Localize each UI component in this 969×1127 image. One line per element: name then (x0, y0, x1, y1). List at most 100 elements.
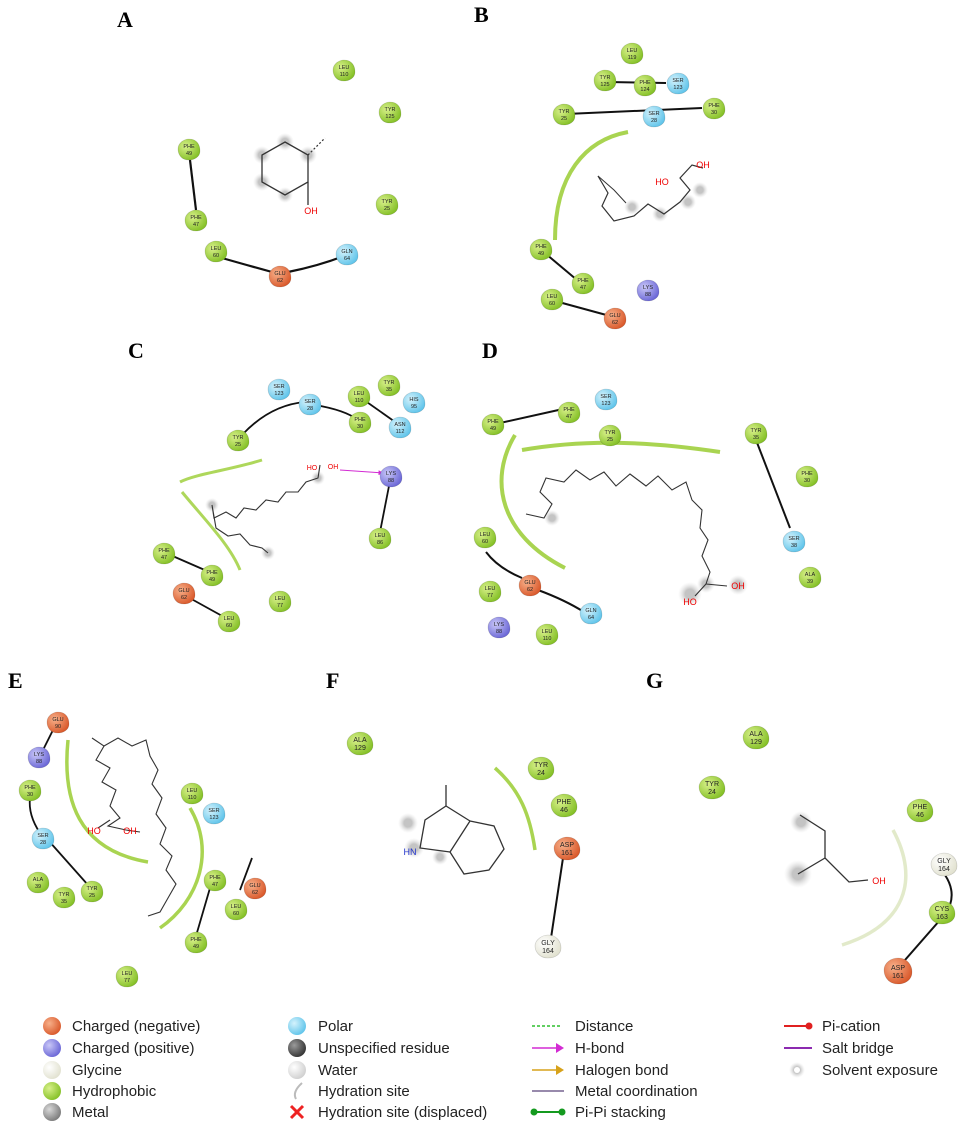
legend-item-polar: Polar (288, 1017, 353, 1035)
residue-name: SER (600, 394, 611, 400)
residue-num: 47 (212, 882, 218, 888)
residue-marker (636, 279, 660, 302)
residue-num: 47 (161, 555, 167, 561)
pocket-curve-d2 (521, 440, 721, 454)
residue-marker (702, 97, 726, 120)
residue-marker (620, 42, 644, 65)
residue-num: 25 (89, 893, 95, 899)
legend-label: Pi-Pi stacking (575, 1104, 666, 1121)
residue-num: 77 (124, 978, 130, 984)
panel-label-a: A (117, 7, 133, 32)
residue-num: 64 (344, 256, 350, 262)
residue-marker (553, 836, 581, 861)
residue-num: 62 (252, 890, 258, 896)
residue-num: 110 (543, 636, 552, 642)
residue-name: PHE (206, 570, 218, 576)
residue-marker (18, 779, 42, 802)
residue-name: TYR (705, 781, 719, 788)
residue-marker (375, 193, 399, 216)
residue-marker (552, 103, 576, 126)
cross-icon (289, 1104, 305, 1120)
residue-marker (26, 871, 50, 894)
pocket-curve-e2 (158, 807, 204, 930)
residue-name: CYS (935, 906, 950, 913)
residue-marker (481, 413, 505, 436)
legend-label: Unspecified residue (318, 1040, 450, 1057)
residue-num: 49 (209, 577, 215, 583)
residue-marker (388, 416, 412, 439)
residue-name: LYS (34, 752, 44, 758)
legend-label: Hydration site (318, 1083, 410, 1100)
residue-num: 119 (628, 55, 637, 61)
legend-item-displaced: Hydration site (displaced) (289, 1104, 487, 1121)
residue-name: SER (672, 78, 683, 84)
residue-marker (642, 105, 666, 128)
residue-name: GLU (249, 883, 260, 889)
residue-marker (928, 900, 956, 925)
residue-marker (557, 401, 581, 424)
residue-marker (203, 869, 227, 892)
interactions-f (550, 857, 564, 939)
legend-item-solvent: Solvent exposure (789, 1062, 938, 1079)
residue-marker (579, 602, 603, 625)
legend-label: Charged (positive) (72, 1040, 195, 1057)
legend: Charged (negative) Charged (positive) Gl… (43, 1017, 938, 1121)
arrow-icon (556, 1065, 564, 1075)
residue-name: LEU (211, 246, 222, 252)
residue-num: 28 (651, 118, 657, 124)
residue-name: GLU (524, 580, 535, 586)
residue-name: GLN (585, 608, 596, 614)
residue-num: 124 (640, 87, 649, 93)
residue-name: PHE (209, 875, 221, 881)
ligand-b-oh: OH (696, 160, 710, 170)
residue-marker (267, 378, 291, 401)
residue-num: 24 (537, 770, 545, 777)
residue-marker (268, 265, 292, 288)
residue-name: TYR (534, 762, 548, 769)
residue-marker (202, 802, 226, 825)
legend-label: Distance (575, 1018, 633, 1035)
residue-num: 49 (193, 944, 199, 950)
residue-marker (378, 101, 402, 124)
residue-num: 39 (807, 579, 813, 585)
ligand-d-oh: OH (731, 581, 745, 591)
residue-name: GLU (178, 588, 189, 594)
residue-num: 77 (487, 593, 493, 599)
residue-num: 25 (561, 116, 567, 122)
panel-label-b: B (474, 2, 489, 27)
residue-num: 30 (27, 792, 33, 798)
residue-num: 30 (711, 110, 717, 116)
residue-marker (268, 590, 292, 613)
residue-name: LEU (231, 904, 242, 910)
residue-marker (379, 465, 403, 488)
residue-marker (46, 711, 70, 734)
ligand-b-ho: HO (655, 177, 669, 187)
residue-num: 62 (277, 278, 283, 284)
